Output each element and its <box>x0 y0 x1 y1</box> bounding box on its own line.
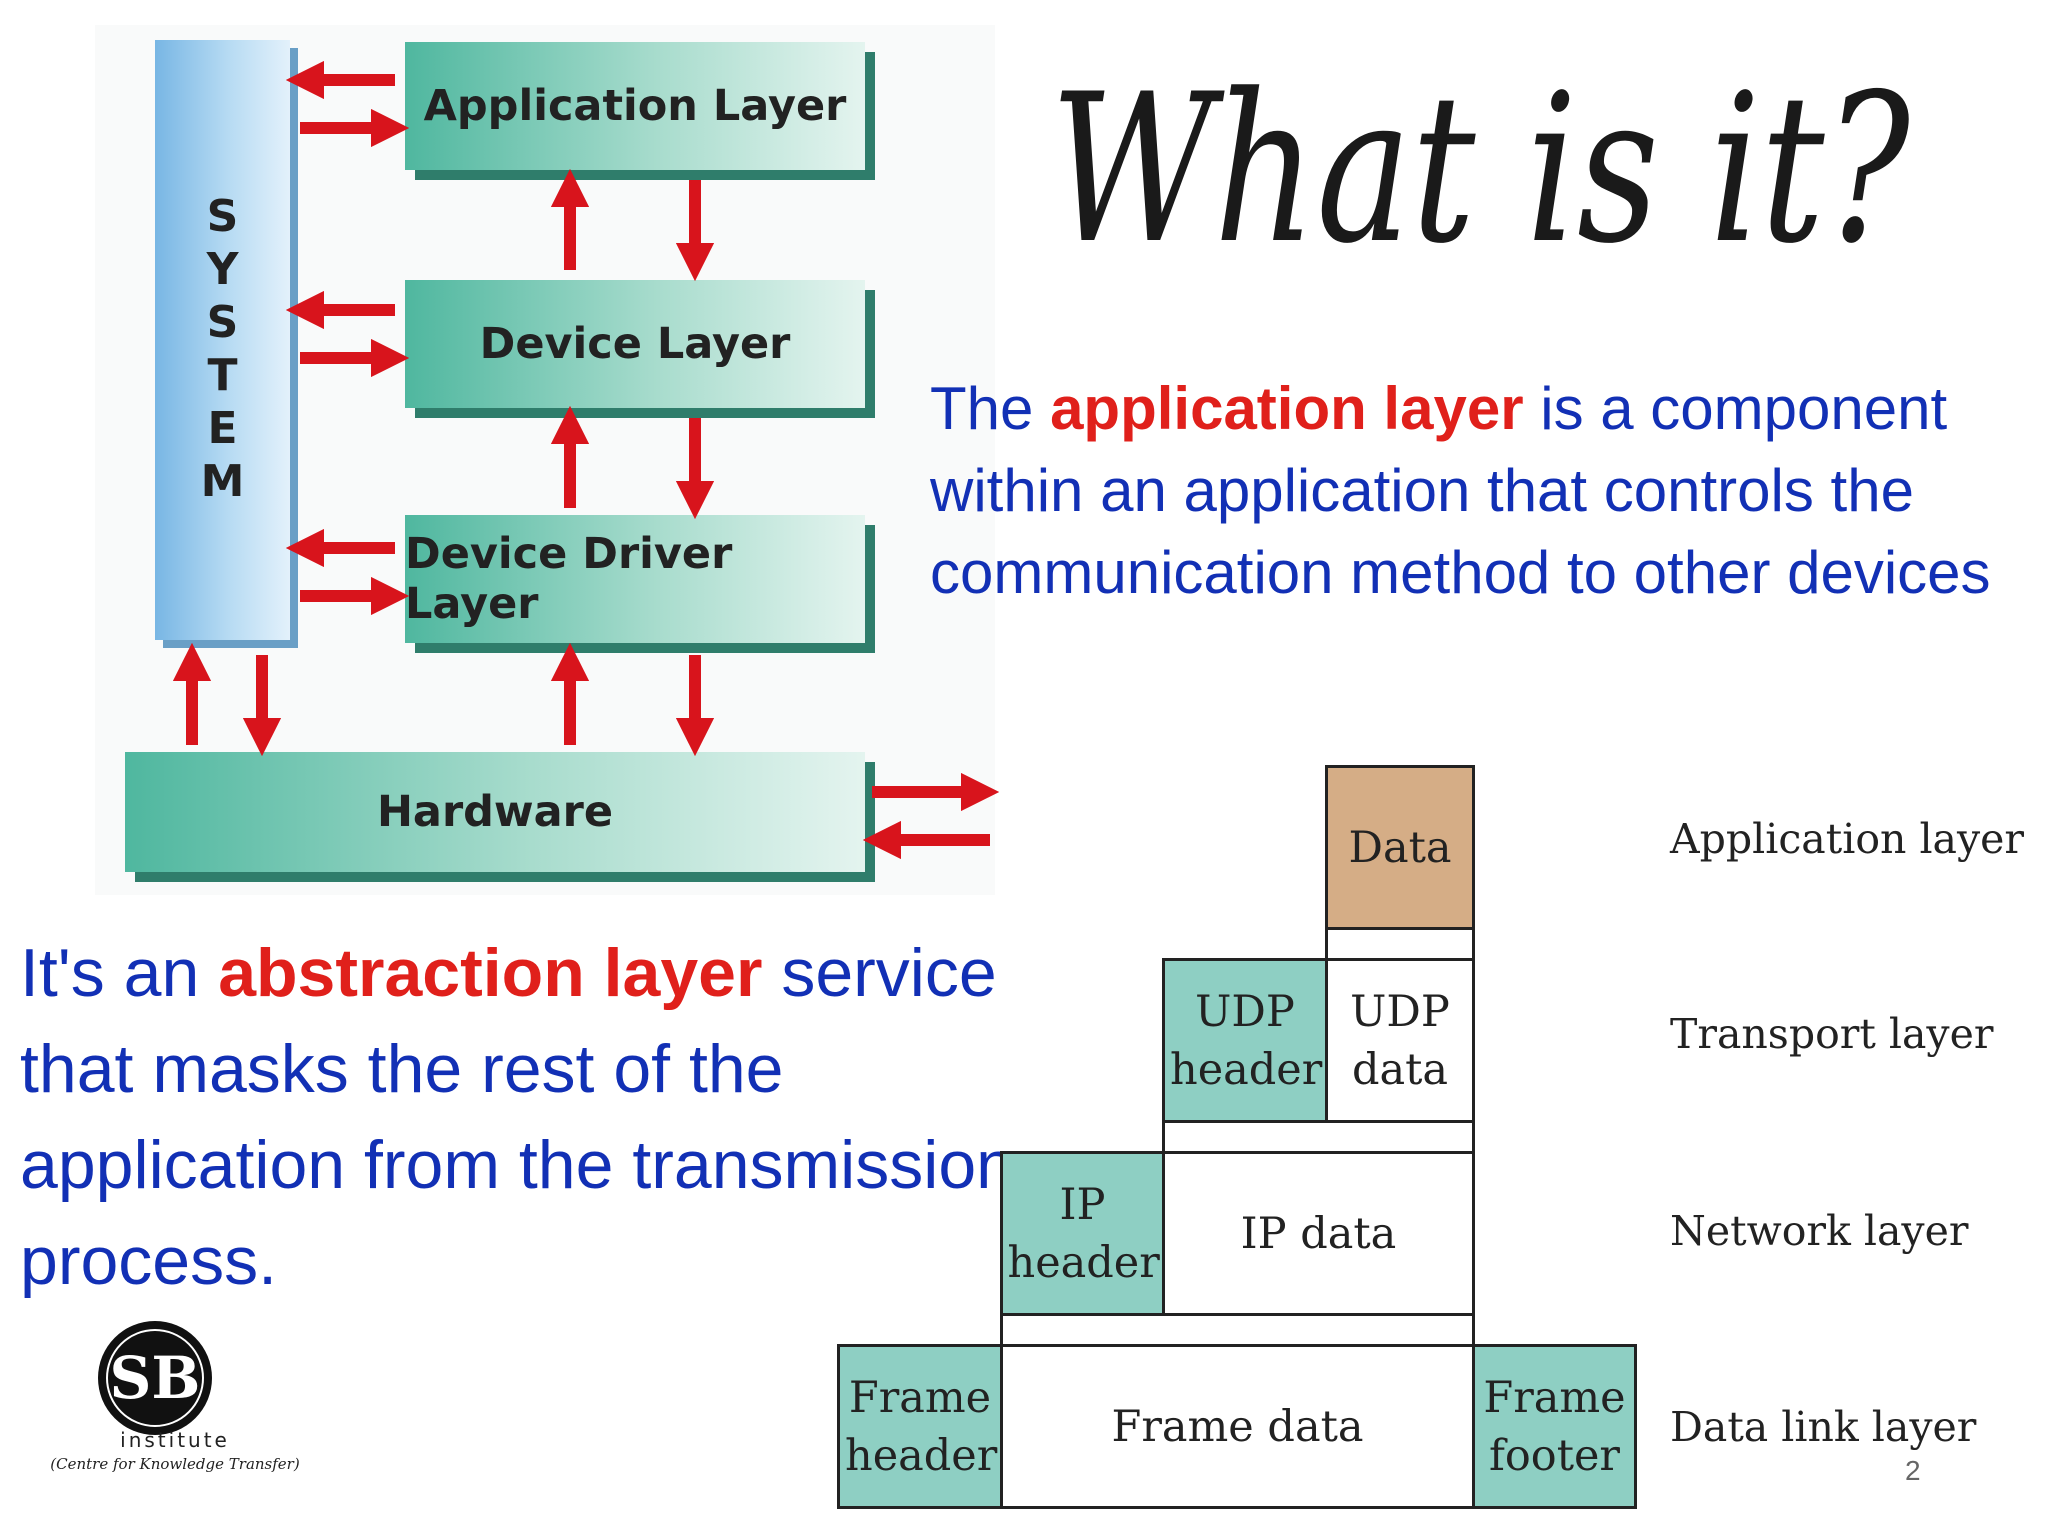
abstraction-paragraph: It's an abstraction layer service that m… <box>20 925 1020 1309</box>
application-layer-label: Application Layer <box>423 81 847 131</box>
layer-arrows <box>172 60 1000 860</box>
udp-data-cell: UDP data <box>1325 958 1475 1123</box>
system-letter: M <box>200 456 245 507</box>
transport-layer-label: Transport layer <box>1670 1010 1994 1058</box>
system-letter: T <box>207 350 238 401</box>
logo-monogram: SB <box>110 1344 201 1412</box>
device-driver-layer-label: Device Driver Layer <box>405 529 733 629</box>
para2-text-end: service that masks the rest of the appli… <box>20 935 1015 1299</box>
spacer-cell <box>1162 1120 1475 1154</box>
handwritten-title: What is it? <box>1050 51 1911 280</box>
definition-paragraph: The application layer is a component wit… <box>930 368 2030 614</box>
logo-tagline: (Centre for Knowledge Transfer) <box>50 1455 300 1473</box>
hardware-label: Hardware <box>376 787 614 837</box>
ip-data-cell: IP data <box>1162 1151 1475 1316</box>
para1-text-end: is a component within an application tha… <box>930 375 1991 606</box>
data-label: Data <box>1348 822 1452 873</box>
system-label: S Y S T E M <box>155 190 290 508</box>
udp-data-label: UDP data <box>1350 986 1450 1095</box>
ip-data-label: IP data <box>1240 1208 1397 1259</box>
system-letter: S <box>206 191 239 242</box>
sb-logo: SB <box>98 1321 212 1435</box>
frame-header-cell: Frame header <box>837 1344 1003 1509</box>
title-text: What is it? <box>1050 51 1911 280</box>
system-letter: Y <box>206 244 239 295</box>
frame-footer-label: Frame footer <box>1483 1372 1626 1481</box>
spacer-cell <box>1000 1313 1475 1347</box>
system-letter: S <box>206 297 239 348</box>
device-layer-label: Device Layer <box>479 319 791 369</box>
system-letter: E <box>207 403 238 454</box>
hardware-box: Hardware <box>125 752 865 872</box>
application-layer-label: Application layer <box>1670 815 2025 863</box>
udp-header-label: UDP header <box>1170 986 1323 1095</box>
para1-text-start: The <box>930 375 1051 442</box>
para2-highlight: abstraction layer <box>218 935 763 1011</box>
ip-header-label: IP header <box>1007 1179 1160 1288</box>
page-number: 2 <box>1905 1455 1921 1486</box>
data-link-layer-label: Data link layer <box>1670 1403 1977 1451</box>
frame-footer-cell: Frame footer <box>1472 1344 1637 1509</box>
ip-header-cell: IP header <box>1000 1151 1165 1316</box>
frame-header-label: Frame header <box>845 1372 998 1481</box>
frame-data-label: Frame data <box>1111 1401 1364 1452</box>
para2-text-start: It's an <box>20 935 219 1011</box>
network-layer-label: Network layer <box>1670 1207 1969 1255</box>
device-driver-layer-box: Device Driver Layer <box>405 515 865 643</box>
system-column: S Y S T E M <box>155 40 290 640</box>
frame-data-cell: Frame data <box>1000 1344 1475 1509</box>
logo-name: institute <box>120 1428 230 1452</box>
application-layer-box: Application Layer <box>405 42 865 170</box>
udp-header-cell: UDP header <box>1162 958 1328 1123</box>
spacer-cell <box>1325 927 1475 961</box>
data-cell: Data <box>1325 765 1475 930</box>
para1-highlight: application layer <box>1050 375 1524 442</box>
device-layer-box: Device Layer <box>405 280 865 408</box>
